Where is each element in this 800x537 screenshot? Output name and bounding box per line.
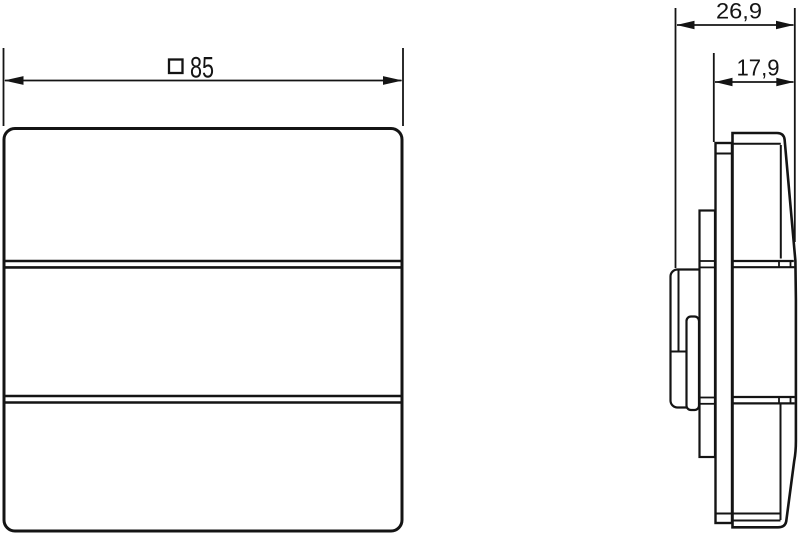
dimension-front-depth: 17,9 [712,53,794,142]
width-dimension-label: 85 [190,52,214,85]
front-device-outline [2,127,404,533]
side-view: 26,9 17,9 [669,0,798,529]
overall-depth-label: 26,9 [716,0,762,24]
frame-plate-outline [714,141,734,525]
arrowhead-right-icon [776,20,794,30]
front-view: 85 [2,48,404,533]
dimension-width: 85 [2,48,404,126]
carrier-bar-outline [698,209,717,459]
rocker-silhouette [731,131,798,529]
square-symbol-icon [167,58,184,75]
arrowhead-left-icon [714,77,733,87]
arrowhead-right-icon [383,76,403,85]
dimension-overall-depth: 26,9 [674,0,796,268]
arrowhead-right-icon [776,77,794,87]
frame-plate-profile [714,141,734,525]
snap-hook-outline [685,315,701,412]
arrowhead-left-icon [4,76,24,85]
cover-plate-outline [2,127,404,533]
rocker-assembly-profile [715,131,798,529]
arrowhead-left-icon [676,20,695,30]
carrier-bar-profile [698,209,717,459]
front-depth-label: 17,9 [737,55,780,81]
